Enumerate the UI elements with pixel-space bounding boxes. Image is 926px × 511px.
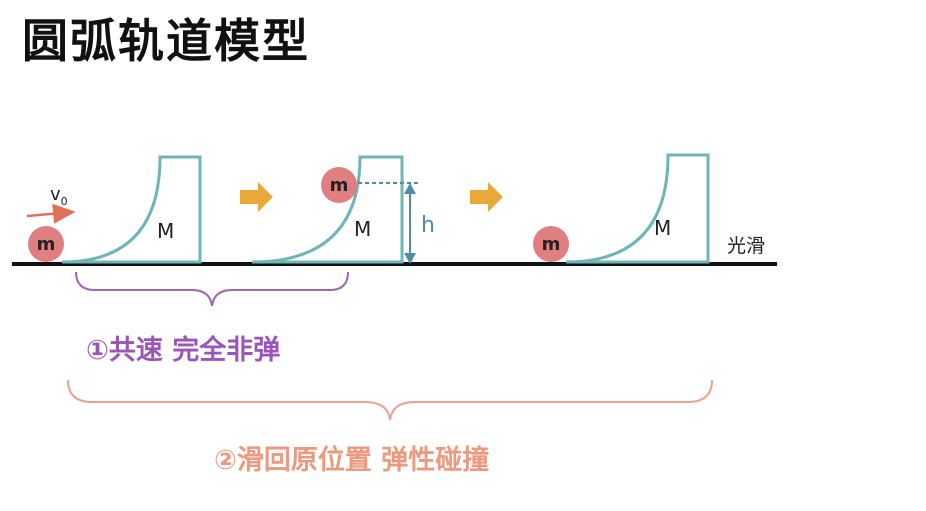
arc-track-1 (61, 155, 202, 264)
height-label: h (421, 213, 435, 238)
page-title: 圆弧轨道模型 (22, 14, 310, 68)
arc-track-3 (565, 153, 710, 264)
mass-big-label-1: M (157, 219, 174, 243)
height-arrow-top-head (404, 183, 416, 194)
mass-small-label-1: m (37, 234, 56, 255)
brace-first (75, 271, 349, 307)
velocity-arrow (26, 203, 76, 224)
arc-track-2 (251, 155, 404, 264)
height-arrow-bottom-head (404, 253, 416, 264)
ball-2 (321, 167, 357, 203)
ball-3 (533, 226, 569, 262)
ball-1 (28, 226, 64, 262)
annotation-second: ②滑回原位置 弹性碰撞 (214, 444, 489, 476)
transition-arrow-2 (470, 182, 503, 212)
transition-arrow-1 (240, 182, 273, 212)
mass-small-label-3: m (542, 234, 561, 255)
mass-big-label-2: M (354, 217, 371, 241)
annotation-first: ①共速 完全非弹 (86, 334, 280, 366)
ground-line (12, 262, 777, 266)
mass-big-label-3: M (654, 216, 671, 240)
mass-small-label-2: m (330, 175, 349, 196)
surface-label: 光滑 (727, 235, 765, 257)
velocity-label: v0 (50, 184, 68, 208)
brace-second (67, 379, 713, 421)
